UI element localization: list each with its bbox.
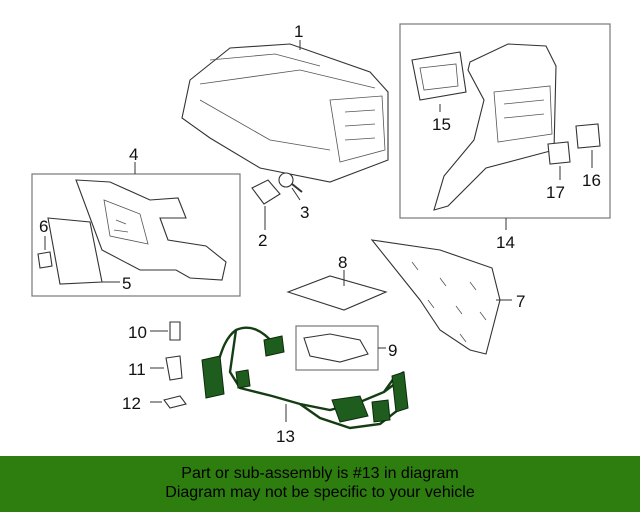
callout-16: 16 xyxy=(582,171,601,190)
part-12-clip xyxy=(163,395,187,409)
part-17-switch xyxy=(547,141,571,165)
callout-5: 5 xyxy=(122,274,131,293)
callout-17: 17 xyxy=(546,183,565,202)
callout-4: 4 xyxy=(129,145,138,164)
callout-10: 10 xyxy=(128,323,147,342)
callout-6: 6 xyxy=(39,217,48,236)
callout-8: 8 xyxy=(338,253,347,272)
part-7-lower-panel xyxy=(370,239,501,355)
callout-15: 15 xyxy=(432,115,451,134)
part-1-console xyxy=(181,43,389,183)
part-11-connector xyxy=(165,355,183,381)
callout-2: 2 xyxy=(258,231,267,250)
part-13-wiring-harness xyxy=(201,326,409,430)
part-6-clip xyxy=(37,251,53,269)
info-banner: Part or sub-assembly is #13 in diagram D… xyxy=(0,456,640,512)
part-10-connector xyxy=(169,321,181,341)
callout-11: 11 xyxy=(128,360,146,379)
part-15-module xyxy=(411,51,467,101)
part-9-bracket xyxy=(303,333,369,363)
callout-1: 1 xyxy=(294,22,303,41)
part-16-switch xyxy=(575,123,601,149)
callout-9: 9 xyxy=(388,341,397,360)
callout-14: 14 xyxy=(496,233,515,252)
part-8-mat xyxy=(286,275,388,311)
callout-7: 7 xyxy=(516,292,525,311)
part-3-screw xyxy=(278,172,303,193)
banner-line-2: Diagram may not be specific to your vehi… xyxy=(165,484,475,501)
part-14-rear-panel xyxy=(433,43,557,211)
callout-13: 13 xyxy=(276,427,295,446)
group-box-14 xyxy=(399,23,611,219)
banner-line-1: Part or sub-assembly is #13 in diagram xyxy=(181,465,459,482)
part-2-cap xyxy=(251,179,281,205)
exploded-parts-diagram: 1 2 3 4 5 6 14 15 16 17 7 8 9 xyxy=(31,22,611,446)
callout-3: 3 xyxy=(300,203,309,222)
callout-12: 12 xyxy=(122,394,141,413)
group-box-4 xyxy=(31,173,241,297)
part-4-side-panel xyxy=(75,179,227,281)
